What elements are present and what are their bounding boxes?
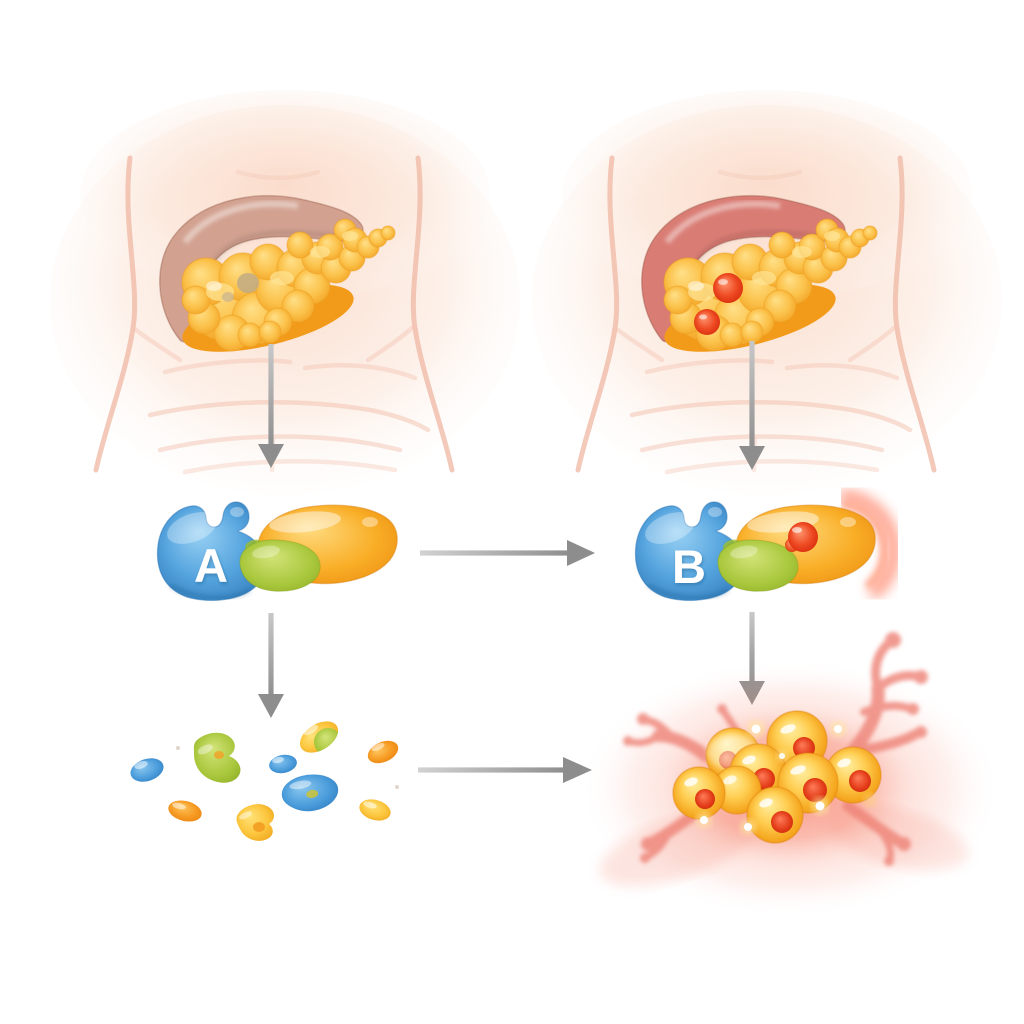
enzyme-complex-b: B <box>635 489 902 600</box>
fragment-yellow-kidney <box>236 804 275 841</box>
cell <box>824 746 882 804</box>
fragment-duo-bean <box>299 721 342 756</box>
fragment-blue-oval <box>269 754 297 774</box>
digested-fragments-group <box>130 721 399 841</box>
arrow-right-complex-a-to-b <box>420 540 595 566</box>
fragment-yellow-oval <box>359 799 391 821</box>
cell <box>746 786 804 844</box>
substrate-red-lesion <box>785 522 818 552</box>
pancreas-red-lesions <box>694 273 743 335</box>
inflammation-glow-ring <box>838 489 902 598</box>
fragment-green-kidney <box>193 732 241 783</box>
torso-affected-panel <box>532 90 1002 495</box>
fragment-blue-oval <box>130 758 164 782</box>
inflamed-cell-cluster <box>578 632 1002 918</box>
fragment-speck <box>395 785 399 789</box>
complex-b-label: B <box>672 540 706 593</box>
fragment-blue-bean <box>281 774 339 812</box>
fragment-speck <box>176 746 180 750</box>
torso-normal-panel <box>50 90 520 495</box>
glossy-cells <box>672 710 882 844</box>
arrow-right-fragments-to-cluster <box>418 757 592 783</box>
enzyme-complex-a: A <box>157 502 397 600</box>
cell <box>672 766 726 820</box>
complex-a-label: A <box>194 539 228 592</box>
pancreas-benign-spots <box>222 273 259 302</box>
arrow-down-normal-to-complex-a <box>258 344 284 468</box>
arrow-down-complex-a-to-fragments <box>258 613 284 718</box>
fragment-orange-oval <box>367 740 399 764</box>
arrow-down-affected-to-complex-b <box>739 341 765 470</box>
light-sparkles <box>696 720 877 835</box>
fragment-orange-oval <box>168 800 202 822</box>
